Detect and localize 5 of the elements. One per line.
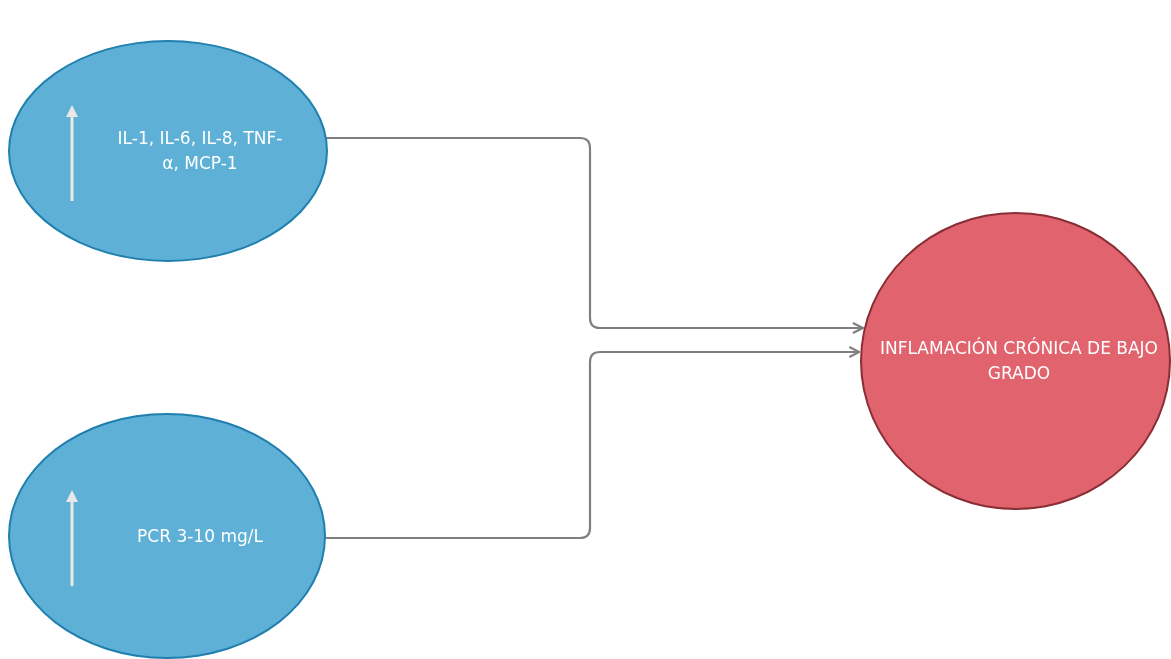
node-label: INFLAMACIÓN CRÓNICA DE BAJO GRADO: [879, 336, 1159, 385]
connector-arrow: [325, 345, 861, 540]
node-label: PCR 3-10 mg/L: [136, 524, 264, 548]
node-label: IL-1, IL-6, IL-8, TNF-α, MCP-1: [116, 127, 284, 175]
connector-arrow: [325, 136, 864, 335]
